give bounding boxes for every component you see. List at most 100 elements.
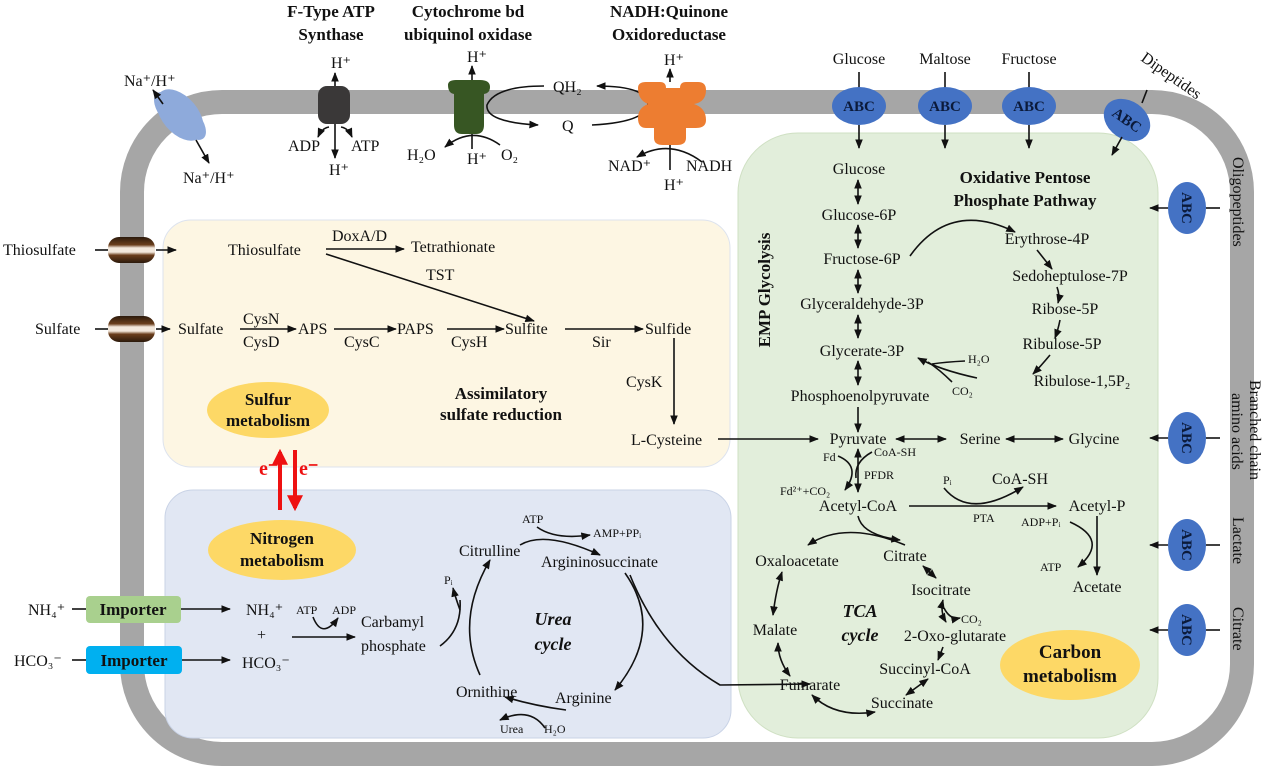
cysd-enzyme: CysD <box>243 334 279 351</box>
atp-synthase-title-2: Synthase <box>298 25 364 44</box>
pta-enzyme: PTA <box>973 511 995 525</box>
nadh-h-out: H⁺ <box>664 52 684 69</box>
tetrathionate-node: Tetrathionate <box>411 239 495 256</box>
glycerate-3p-node: Glycerate-3P <box>820 343 905 360</box>
nh4-importer: Importer <box>86 596 181 623</box>
h2o-input: H₂O <box>968 352 990 366</box>
fumarate-node: Fumarate <box>780 677 840 694</box>
acetyl-p-node: Acetyl-P <box>1069 498 1126 515</box>
glucose-6p-node: Glucose-6P <box>822 207 897 224</box>
svg-text:ABC: ABC <box>1178 192 1194 224</box>
emp-glycolysis-title: EMP Glycolysis <box>755 232 774 347</box>
sir-enzyme: Sir <box>592 334 611 351</box>
svg-text:ABC: ABC <box>1178 614 1194 646</box>
cytochrome-h-out: H⁺ <box>467 49 487 66</box>
cytochrome-title-2: ubiquinol oxidase <box>404 25 532 44</box>
glyceraldehyde-3p-node: Glyceraldehyde-3P <box>800 296 924 313</box>
carbamyl-node: Carbamyl <box>361 614 425 631</box>
carbon-metabolism-badge: Carbon metabolism <box>1000 630 1140 700</box>
abc-substrate-fructose: Fructose <box>1001 51 1056 68</box>
oxoglutarate-node: 2-Oxo-glutarate <box>904 628 1006 645</box>
svg-text:Importer: Importer <box>99 600 166 619</box>
urea-cycle-title: Urea <box>535 609 572 629</box>
svg-text:metabolism: metabolism <box>226 411 310 430</box>
isocitrate-node: Isocitrate <box>911 582 971 599</box>
cytochrome-title: Cytochrome bd <box>412 2 525 21</box>
erythrose-4p-node: Erythrose-4P <box>1005 231 1090 248</box>
serine-node: Serine <box>960 431 1001 448</box>
na-h-antiporter <box>152 89 210 164</box>
sulfite-node: Sulfite <box>505 321 548 338</box>
abc-transporter-lactate: ABC Lactate <box>1149 517 1246 571</box>
paps-node: PAPS <box>397 321 434 338</box>
cytochrome-h-in: H⁺ <box>467 151 487 168</box>
svg-text:metabolism: metabolism <box>240 551 324 570</box>
antiporter-in-label: Na⁺/H⁺ <box>183 170 235 187</box>
malate-node: Malate <box>753 622 797 639</box>
oxaloacetate-node: Oxaloacetate <box>755 553 839 570</box>
cytochrome-bd-icon <box>444 65 501 149</box>
sedoheptulose-7p-node: Sedoheptulose-7P <box>1012 268 1128 285</box>
thiosulfate-node: Thiosulfate <box>228 242 301 259</box>
sulfate-channel <box>95 316 171 342</box>
antiporter-out-label: Na⁺/H⁺ <box>124 73 176 90</box>
aps-node: APS <box>298 321 327 338</box>
acetate-node: Acetate <box>1073 579 1122 596</box>
h2o-cofactor: H₂O <box>544 722 566 736</box>
urea-byproduct: Urea <box>500 722 524 736</box>
atp-synthase-adp: ADP <box>288 138 320 155</box>
external-thiosulfate: Thiosulfate <box>3 242 76 259</box>
atp-output: ATP <box>1040 560 1062 574</box>
svg-text:ABC: ABC <box>1013 99 1045 115</box>
nadh-h-in: H⁺ <box>664 177 684 194</box>
glucose-node: Glucose <box>833 161 885 178</box>
fd2-co2-output: Fd²⁺+CO₂ <box>780 484 830 498</box>
abc-transporter-oligopeptides: ABC Oligopeptides <box>1149 157 1246 247</box>
svg-text:Nitrogen: Nitrogen <box>250 529 314 548</box>
tst-enzyme: TST <box>426 267 455 284</box>
sulfate-node: Sulfate <box>178 321 223 338</box>
abc-transporter-maltose: Maltose ABC <box>918 51 972 149</box>
citrate-node: Citrate <box>883 548 927 565</box>
coash-output: CoA-SH <box>992 471 1048 488</box>
fructose-6p-node: Fructose-6P <box>823 251 900 268</box>
svg-text:Sulfur: Sulfur <box>245 390 292 409</box>
nitrogen-metabolism-badge: Nitrogen metabolism <box>208 520 356 580</box>
arginine-node: Arginine <box>555 690 612 707</box>
urea-cycle-title-2: cycle <box>535 634 572 654</box>
cysc-enzyme: CysC <box>344 334 380 351</box>
doxad-enzyme: DoxA/D <box>332 228 387 245</box>
amp-ppi: AMP+PPᵢ <box>593 526 641 540</box>
ppp-title: Oxidative Pentose <box>960 168 1091 187</box>
svg-text:metabolism: metabolism <box>1023 666 1117 687</box>
abc-substrate-lactate: Lactate <box>1229 517 1246 564</box>
hco3-importer: Importer <box>86 646 182 674</box>
succinate-node: Succinate <box>871 695 933 712</box>
abc-substrate-branched-chain: Branched chain <box>1246 380 1263 480</box>
tca-cycle-title: TCA <box>842 601 877 621</box>
svg-text:ABC: ABC <box>1178 529 1194 561</box>
cytochrome-o2: O₂ <box>501 147 518 164</box>
nadh-oxidoreductase-icon <box>636 68 706 170</box>
acetyl-coa-node: Acetyl-CoA <box>819 498 898 515</box>
ribulose-5p-node: Ribulose-5P <box>1022 336 1101 353</box>
qh2-arrow <box>486 85 545 129</box>
fd-input: Fd <box>823 450 836 464</box>
sulfide-node: Sulfide <box>645 321 691 338</box>
atp-synthase-h-out: H⁺ <box>331 55 351 72</box>
assimilatory-title: Assimilatory <box>455 384 548 403</box>
tca-cycle-title-2: cycle <box>842 625 879 645</box>
co2-output: CO₂ <box>961 612 982 626</box>
svg-text:ABC: ABC <box>1178 422 1194 454</box>
argininosuccinate-node: Argininosuccinate <box>541 554 658 571</box>
cysh-enzyme: CysH <box>451 334 488 351</box>
sulfur-metabolism-badge: Sulfur metabolism <box>207 382 329 438</box>
electron-label-up: e⁻ <box>259 458 278 480</box>
glycine-node: Glycine <box>1069 431 1120 448</box>
abc-transporter-glucose: Glucose ABC <box>832 51 886 149</box>
abc-substrate-oligopeptides: Oligopeptides <box>1229 157 1246 247</box>
co2-input: CO₂ <box>952 384 973 398</box>
plus-sign: + <box>257 627 266 644</box>
atp-cofactor-2: ATP <box>522 512 544 526</box>
external-hco3: HCO₃⁻ <box>14 653 62 670</box>
